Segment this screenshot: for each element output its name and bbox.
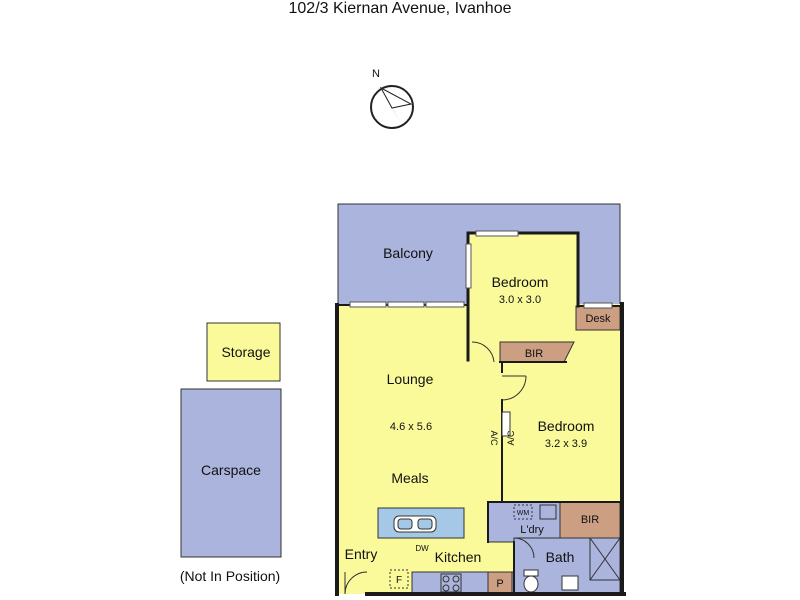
window-desk (583, 302, 613, 309)
laundry-tub (539, 504, 557, 520)
address-title: 102/3 Kiernan Avenue, Ivanhoe (288, 0, 512, 17)
window-bed1-top (475, 230, 519, 237)
ac-right-label: A/C (506, 430, 516, 446)
bedroom-1-label: Bedroom (492, 274, 549, 290)
pantry-label: P (496, 578, 503, 590)
lounge-label: Lounge (387, 371, 434, 387)
bedroom-2-size: 3.2 x 3.9 (545, 438, 587, 450)
bedroom-2-label: Bedroom (538, 418, 595, 434)
storage-label: Storage (221, 344, 270, 360)
desk-label: Desk (585, 313, 611, 325)
laundry-label: L'dry (520, 524, 544, 536)
toilet-icon (523, 569, 539, 593)
window-lounge-1 (349, 301, 387, 308)
door-bed2 (501, 375, 527, 401)
bir-2-label: BIR (581, 514, 599, 526)
washing-machine (513, 504, 533, 520)
carspace-area (180, 388, 282, 558)
lounge-size: 4.6 x 5.6 (390, 421, 432, 433)
ac-left-label: A/C (489, 430, 499, 446)
storage-area (206, 322, 281, 382)
wm-label: WM (517, 510, 530, 517)
bir-1-label: BIR (525, 348, 543, 360)
dw-label: DW (415, 544, 429, 553)
carspace-note: (Not In Position) (180, 568, 280, 584)
bath-label: Bath (546, 549, 575, 565)
window-bed1-left (465, 243, 472, 289)
fridge (389, 569, 409, 589)
door-bed1 (471, 341, 495, 363)
vanity (561, 575, 579, 591)
entry-label: Entry (345, 546, 378, 562)
ac-unit-right (501, 411, 511, 437)
laundry-area (487, 501, 561, 543)
fridge-label: F (396, 575, 402, 586)
bedroom-1-size: 3.0 x 3.0 (499, 294, 541, 306)
door-bath (513, 537, 535, 559)
balcony-label: Balcony (383, 245, 433, 261)
window-lounge-2 (387, 301, 425, 308)
kitchen-label: Kitchen (435, 549, 482, 565)
compass-label: N (372, 68, 380, 80)
window-lounge-3 (425, 301, 465, 308)
carspace-label: Carspace (201, 462, 261, 478)
compass-icon (370, 85, 414, 129)
meals-label: Meals (391, 470, 428, 486)
